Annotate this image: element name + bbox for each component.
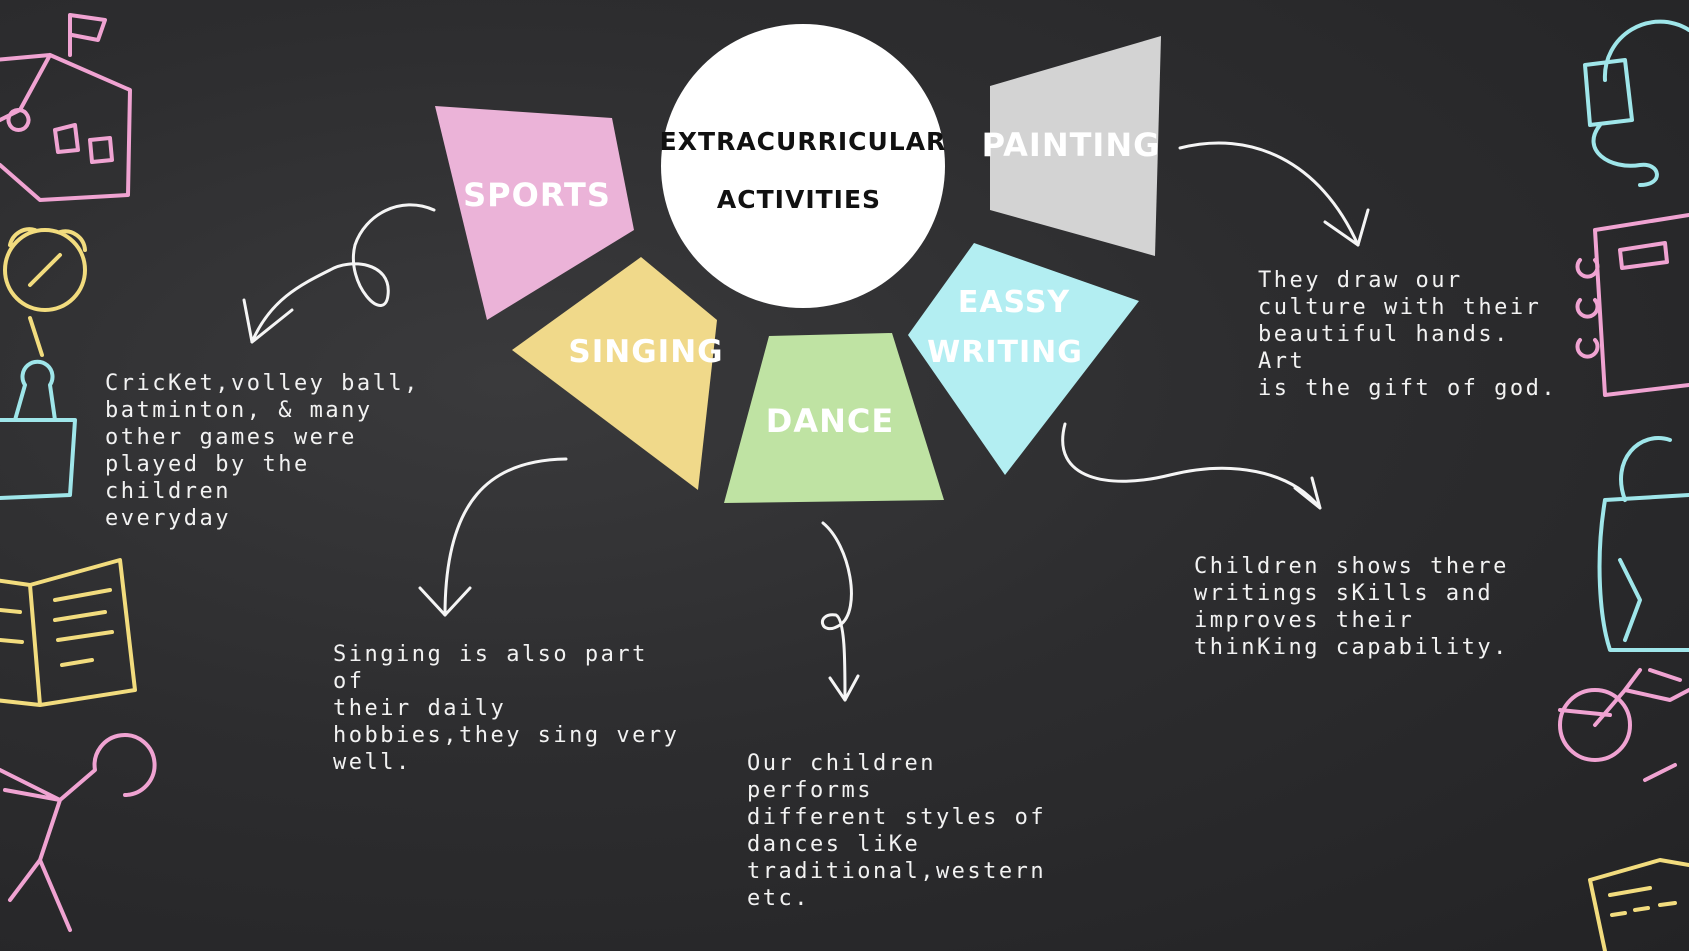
notebook-icon (1575, 213, 1689, 397)
essay-label-line2: WRITING (927, 335, 1083, 370)
painting-node: PAINTING (982, 36, 1161, 256)
school-house-icon (0, 13, 132, 202)
dance-arrow (820, 521, 860, 702)
singing-arrow (418, 457, 568, 617)
essay-arrow (1061, 422, 1322, 510)
open-book-icon (0, 558, 137, 707)
dance-node: DANCE (724, 333, 944, 503)
sports-shape (435, 106, 634, 320)
center-title-line2: ACTIVITIES (717, 185, 881, 214)
calculator-icon (1588, 858, 1689, 951)
sports-node: SPORTS (435, 106, 634, 320)
singing-node: SINGING (512, 257, 723, 490)
painting-arrow (1178, 141, 1370, 247)
binder-clip-icon (0, 359, 77, 500)
sports-arrow (242, 203, 436, 344)
dance-note: Our children performs different styles o… (747, 751, 1047, 911)
headphones-icon (1583, 19, 1689, 187)
singing-shape (512, 257, 717, 490)
bicycle-icon-right (1558, 668, 1689, 782)
backpack-icon (1597, 436, 1689, 652)
alarm-clock-icon (3, 227, 87, 357)
painting-note: They draw our culture with their beautif… (1258, 268, 1558, 401)
dance-label: DANCE (766, 402, 894, 440)
singing-label: SINGING (568, 334, 723, 370)
painting-shape (990, 36, 1161, 256)
painting-label: PAINTING (982, 126, 1161, 164)
bicycle-icon-left (0, 733, 157, 932)
essay-writing-shape (908, 243, 1139, 475)
center-node: EXTRACURRICULAR ACTIVITIES (660, 24, 947, 308)
essay-note: Children shows there writings sKills and… (1194, 554, 1509, 660)
singing-note: Singing is also part of their daily hobb… (333, 642, 680, 775)
essay-writing-node: EASSY WRITING (908, 243, 1139, 475)
sports-label: SPORTS (463, 176, 611, 214)
center-circle (661, 24, 945, 308)
essay-label-line1: EASSY (958, 285, 1071, 320)
center-title-line1: EXTRACURRICULAR (660, 127, 947, 156)
dance-shape (724, 333, 944, 503)
sports-note: CricKet,volley ball, batminton, & many o… (105, 371, 420, 531)
